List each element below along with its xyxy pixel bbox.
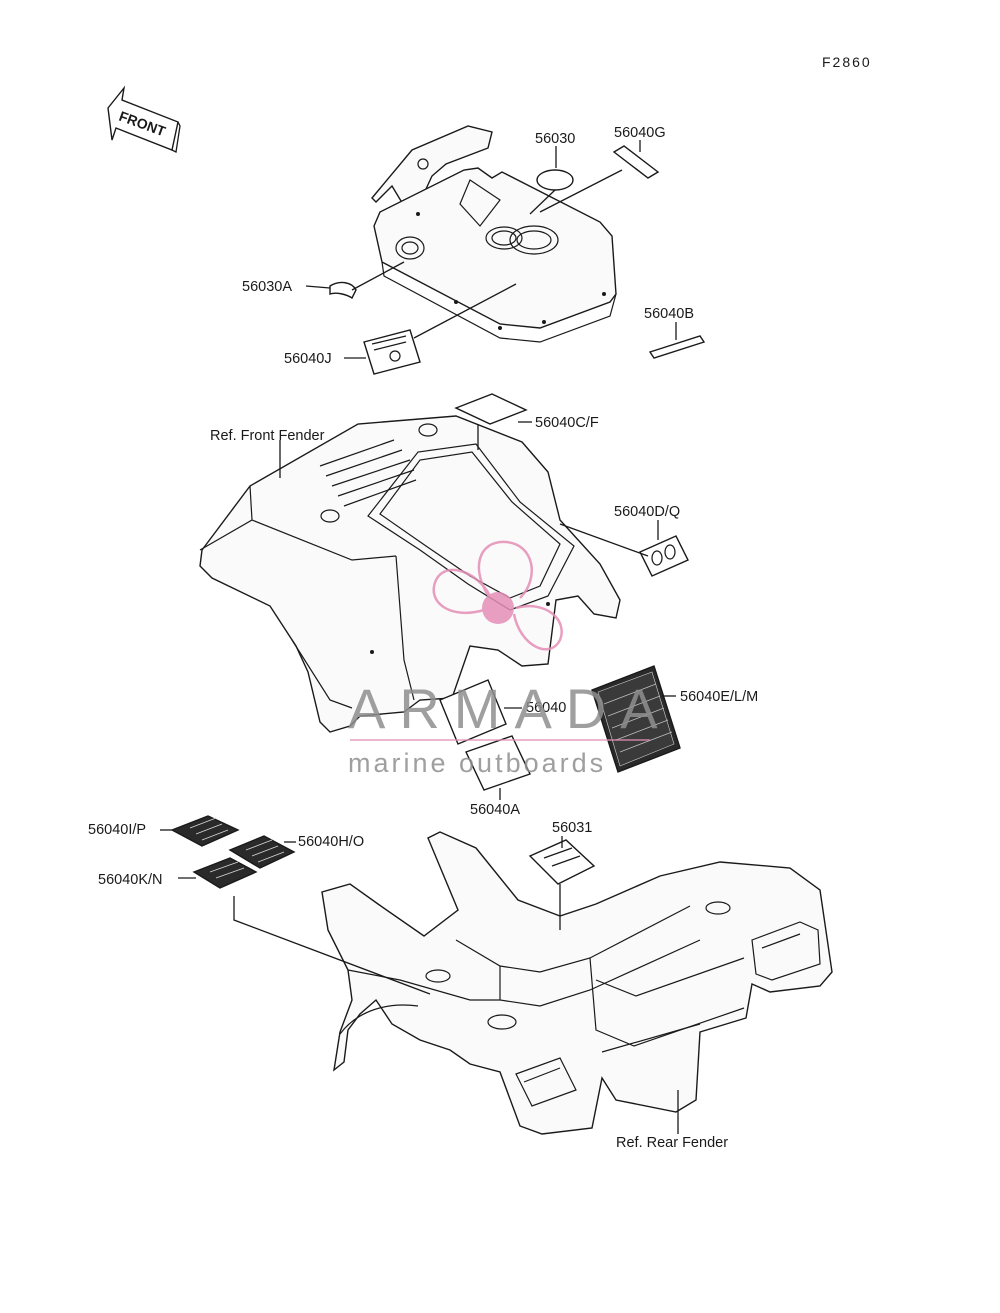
label-56040IP: 56040I/P: [88, 822, 146, 838]
front-arrow-icon: FRONT: [107, 85, 181, 153]
figure-code: F2860: [822, 54, 872, 70]
decal-56040B: [648, 335, 706, 359]
label-56040DQ: 56040D/Q: [614, 504, 680, 520]
propeller-logo-icon: [432, 540, 563, 651]
decal-56040A: [465, 735, 531, 791]
decal-56040DQ: [639, 535, 689, 577]
decal-56040ELM: [591, 665, 681, 773]
decal-56040IP: [170, 815, 240, 847]
label-56040: 56040: [526, 700, 566, 716]
decal-56040: [439, 679, 507, 745]
cover-bracket: [371, 125, 493, 207]
label-56040J: 56040J: [284, 351, 332, 367]
decal-56030A: [329, 281, 357, 300]
label-56040HO: 56040H/O: [298, 834, 364, 850]
label-56030: 56030: [535, 131, 575, 147]
rear-fender-body: [321, 831, 833, 1135]
label-56031: 56031: [552, 820, 592, 836]
top-cover-group: [371, 125, 617, 343]
label-56040G: 56040G: [614, 125, 666, 141]
label-56040B: 56040B: [644, 306, 694, 322]
label-56040CF: 56040C/F: [535, 415, 599, 431]
label-56040KN: 56040K/N: [98, 872, 163, 888]
decal-56040G: [612, 145, 660, 179]
watermark-brand: ARMADA: [348, 677, 672, 740]
front-fender-group: [199, 415, 621, 733]
label-ref-rear-fender: Ref. Rear Fender: [616, 1135, 728, 1151]
label-56040ELM: 56040E/L/M: [680, 689, 758, 705]
decal-56030: [536, 169, 574, 191]
decal-56040KN: [192, 857, 258, 889]
watermark: ARMADA marine outboards: [348, 540, 672, 778]
decal-56031: [528, 839, 596, 885]
label-ref-front-fender: Ref. Front Fender: [210, 428, 325, 444]
decal-56040HO: [228, 835, 296, 869]
label-56030A: 56030A: [242, 279, 292, 295]
rear-fender-group: [321, 831, 833, 1135]
label-56040A: 56040A: [470, 802, 520, 818]
decal-56040CF: [454, 393, 528, 425]
watermark-tagline: marine outboards: [348, 748, 606, 778]
decal-56040J: [363, 329, 421, 375]
